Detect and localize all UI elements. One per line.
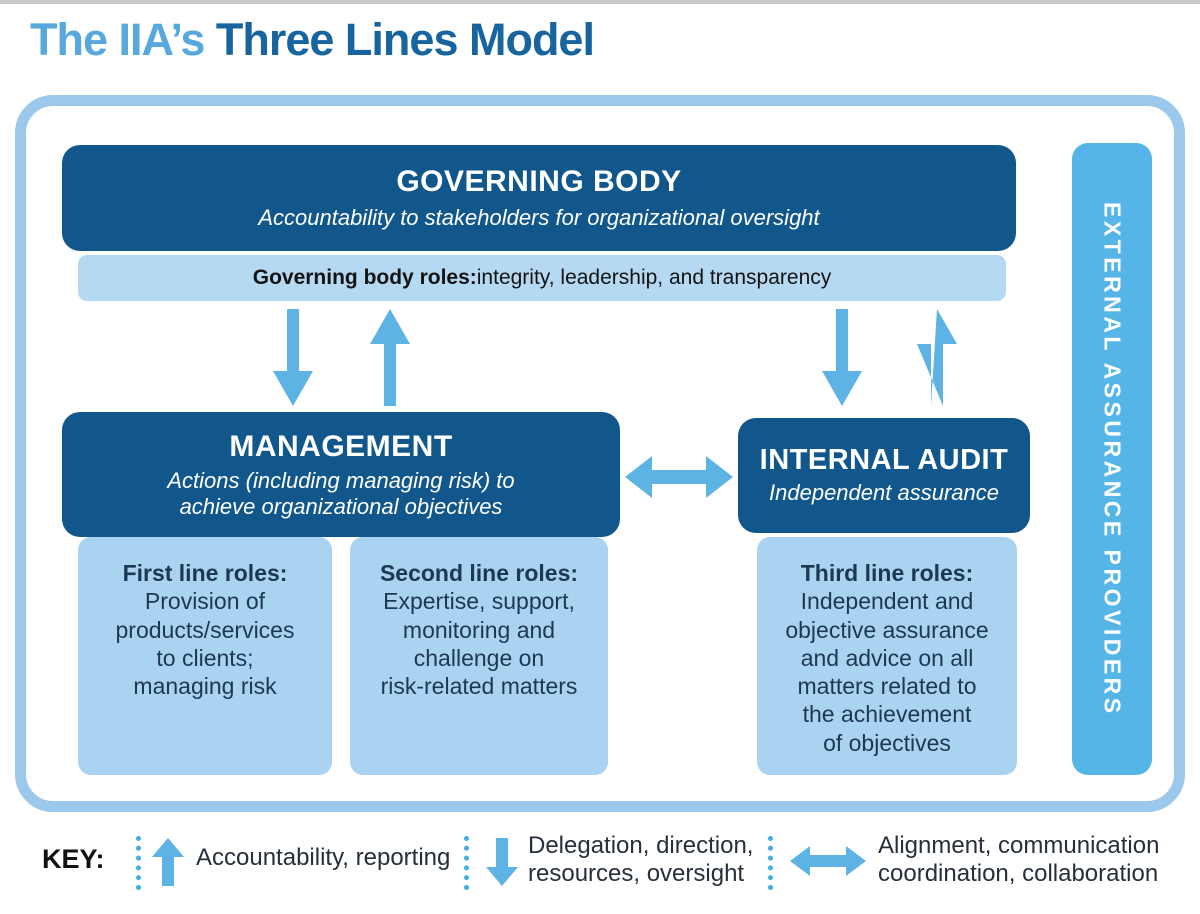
external-assurance-providers-bar: EXTERNAL ASSURANCE PROVIDERS [1072, 143, 1152, 775]
third-line-roles-heading: Third line roles: [800, 560, 974, 586]
management-title: MANAGEMENT [229, 429, 453, 463]
down-arrow-icon [273, 309, 313, 406]
page-title-light: The IIA’s [30, 14, 205, 65]
first-line-roles-body: Provision of products/services to client… [115, 588, 295, 700]
window-top-edge [0, 0, 1200, 4]
management-subtitle: Actions (including managing risk) to ach… [167, 467, 515, 519]
governing-body-box: GOVERNING BODY Accountability to stakeho… [62, 145, 1016, 251]
governing-roles-label: Governing body roles: [252, 266, 477, 289]
internal-audit-title: INTERNAL AUDIT [759, 443, 1009, 476]
governing-body-title: GOVERNING BODY [396, 165, 682, 199]
third-line-roles-panel: Third line roles: Independent and object… [757, 537, 1017, 775]
double-arrow-icon [790, 846, 866, 876]
key-separator [136, 836, 141, 890]
key-item-alignment: Alignment, communication coordination, c… [878, 832, 1160, 888]
double-arrow-icon [625, 456, 733, 498]
second-line-roles-body: Expertise, support, monitoring and chall… [380, 588, 578, 700]
second-line-roles-heading: Second line roles: [379, 560, 579, 586]
first-line-roles-panel: First line roles: Provision of products/… [78, 537, 332, 775]
key-item-delegation: Delegation, direction, resources, oversi… [528, 832, 754, 888]
external-assurance-providers-label: EXTERNAL ASSURANCE PROVIDERS [1099, 201, 1126, 717]
first-line-roles-heading: First line roles: [122, 560, 288, 586]
internal-audit-box: INTERNAL AUDIT Independent assurance [738, 418, 1030, 533]
down-arrow-icon [822, 309, 862, 406]
internal-audit-subtitle: Independent assurance [769, 480, 999, 506]
second-line-roles-panel: Second line roles: Expertise, support, m… [350, 537, 608, 775]
up-arrow-icon [917, 309, 957, 406]
governing-body-subtitle: Accountability to stakeholders for organ… [258, 205, 820, 231]
third-line-roles-body: Independent and objective assurance and … [785, 588, 989, 756]
up-arrow-icon [152, 838, 184, 886]
governing-body-roles-bar: Governing body roles: integrity, leaders… [78, 255, 1006, 301]
key-separator [768, 836, 773, 890]
page-title-dark: Three Lines Model [204, 14, 595, 65]
page-title: The IIA’s Three Lines Model [30, 14, 595, 66]
up-arrow-icon [370, 309, 410, 406]
key-separator [464, 836, 469, 890]
down-arrow-icon [486, 838, 518, 886]
governing-roles-text: integrity, leadership, and transparency [476, 266, 832, 289]
key-item-accountability: Accountability, reporting [196, 844, 451, 871]
management-box: MANAGEMENT Actions (including managing r… [62, 412, 620, 537]
key-label: KEY: [42, 844, 105, 874]
